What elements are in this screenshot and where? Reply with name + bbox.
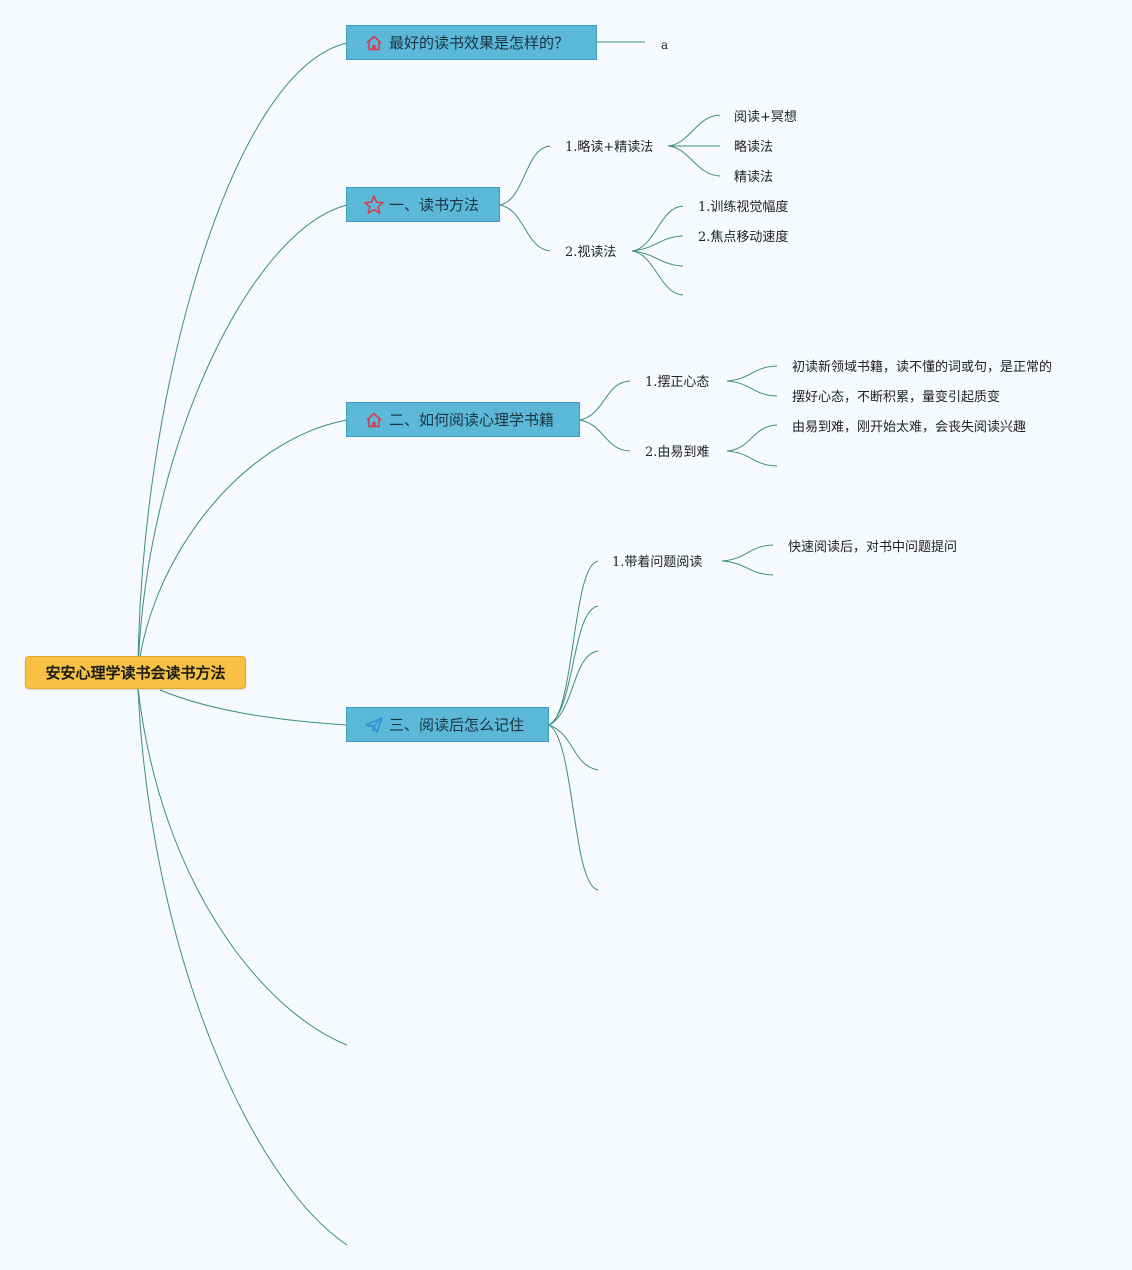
connector	[137, 204, 348, 673]
main-topic-remember[interactable]: 三、阅读后怎么记住	[346, 707, 549, 742]
connector	[548, 650, 599, 726]
connector	[631, 235, 684, 252]
connector	[721, 560, 774, 576]
connector	[137, 687, 348, 1246]
main-topic-psychology-books[interactable]: 二、如何阅读心理学书籍	[346, 402, 580, 437]
main-topic-reading-effect[interactable]: 最好的读书效果是怎样的？	[346, 25, 597, 60]
leaf-text[interactable]: 略读法	[734, 139, 773, 155]
leaf-text[interactable]: 由易到难，刚开始太难，会丧失阅读兴趣	[792, 420, 1026, 435]
connector	[631, 250, 684, 267]
main-topic-label: 三、阅读后怎么记住	[389, 716, 525, 734]
main-topic-reading-methods[interactable]: 一、读书方法	[346, 187, 500, 222]
connector	[631, 205, 684, 252]
leaf-text[interactable]: 快速阅读后，对书中问题提问	[788, 539, 957, 555]
connector	[726, 450, 778, 467]
leaf-text[interactable]: 1.训练视觉幅度	[698, 199, 788, 215]
root-topic-label: 安安心理学读书会读书方法	[45, 664, 226, 682]
leaf-text[interactable]: 阅读+冥想	[734, 109, 797, 125]
subtopic-label[interactable]: 1.略读+精读法	[565, 139, 653, 155]
connector	[579, 380, 631, 421]
connector	[548, 560, 599, 726]
main-topic-label: 二、如何阅读心理学书籍	[389, 411, 555, 429]
leaf-text[interactable]: 初读新领域书籍，读不懂的词或句，是正常的	[792, 359, 1052, 375]
house-icon	[363, 409, 385, 431]
main-topic-label: 一、读书方法	[389, 196, 480, 214]
connector	[499, 145, 551, 206]
leaf-text[interactable]: 2.焦点移动速度	[698, 229, 788, 245]
connector	[726, 380, 778, 397]
leaf-text: a	[661, 38, 668, 52]
connector	[548, 724, 599, 891]
paper-plane-icon	[363, 714, 385, 736]
leaf-text[interactable]: 精读法	[734, 170, 773, 185]
root-topic[interactable]: 安安心理学读书会读书方法	[25, 656, 246, 689]
star-icon	[363, 194, 385, 216]
connector	[137, 687, 348, 1046]
connector	[137, 419, 348, 673]
subtopic-label[interactable]: 1.带着问题阅读	[612, 554, 702, 570]
subtopic-label[interactable]: 1.摆正心态	[645, 375, 709, 390]
subtopic-label[interactable]: 2.视读法	[565, 245, 616, 260]
connector	[667, 114, 721, 147]
connector	[721, 544, 774, 562]
connector	[137, 42, 348, 673]
house-icon	[363, 32, 385, 54]
main-topic-label: 最好的读书效果是怎样的？	[389, 34, 570, 52]
connector	[726, 424, 778, 452]
connector	[631, 250, 684, 296]
connector	[159, 689, 348, 726]
subtopic-label[interactable]: 2.由易到难	[645, 445, 709, 460]
connector	[726, 365, 778, 382]
leaf-text[interactable]: 摆好心态，不断积累，量变引起质变	[792, 389, 1000, 405]
connector	[548, 724, 599, 771]
connector	[579, 419, 631, 452]
connector	[548, 605, 599, 726]
connector	[499, 204, 551, 252]
connector	[667, 145, 721, 177]
